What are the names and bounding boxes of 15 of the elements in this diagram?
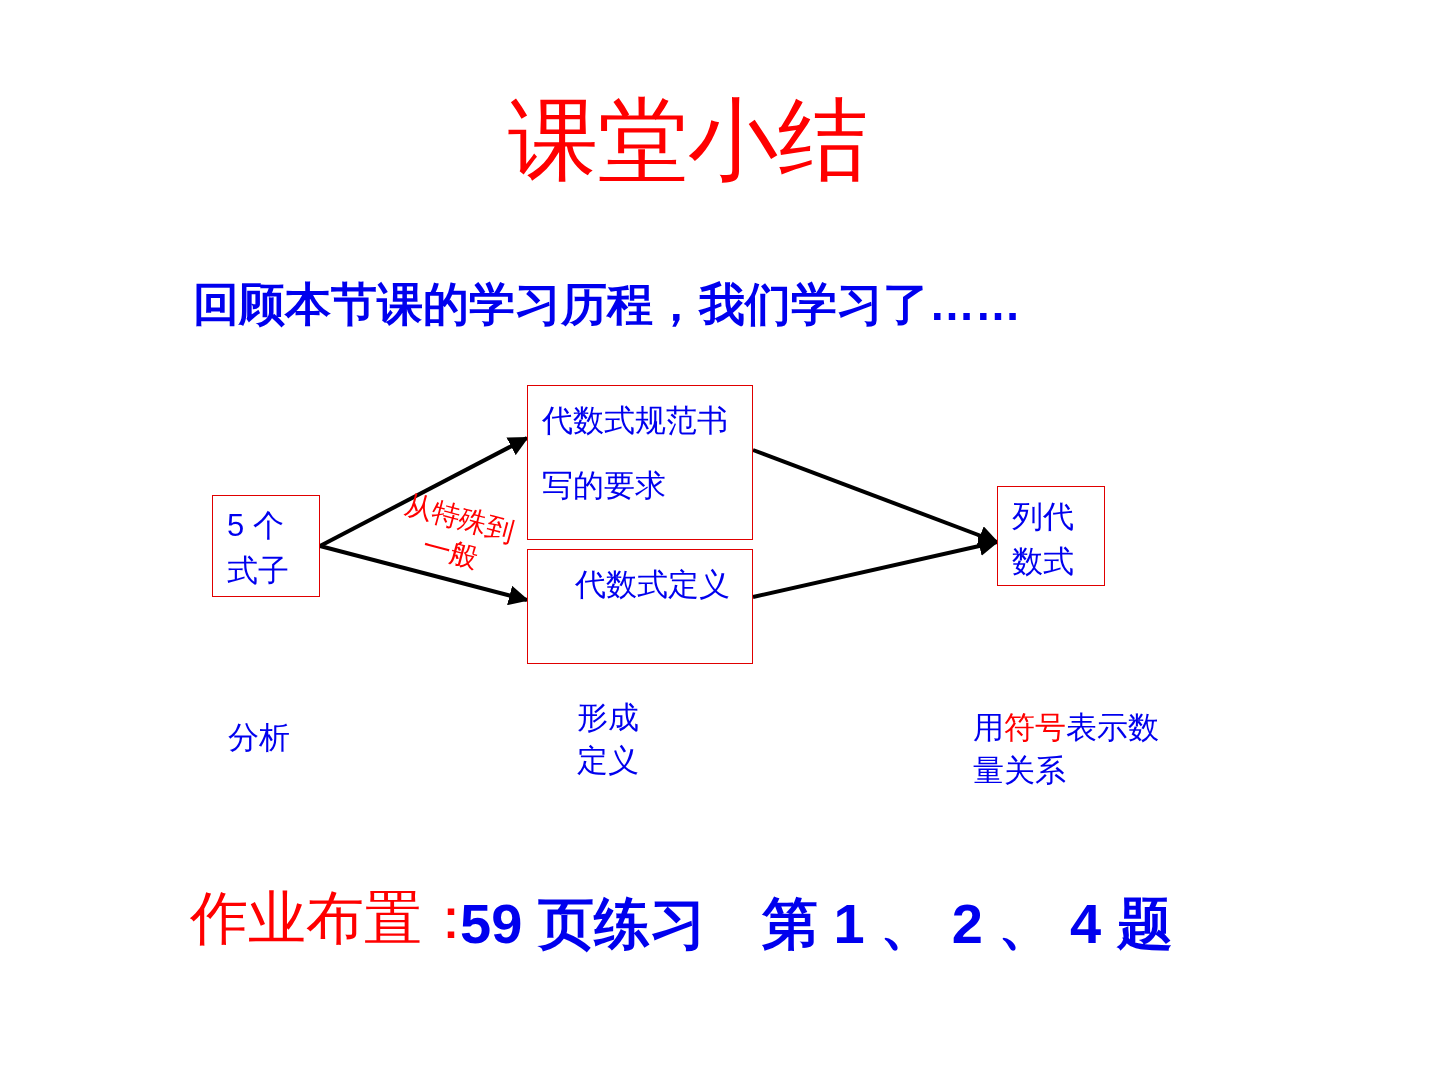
process-box: 列代数式 [997,486,1105,586]
arrow [319,436,529,548]
slide-title: 课堂小结 [506,86,869,194]
process-box: 5 个式子 [212,495,320,597]
subtitle: 回顾本节课的学习历程，我们学习了…… [193,277,1021,332]
caption-text: 形成定义 [577,699,640,781]
arrow [752,536,999,599]
arrow [319,544,529,606]
arrow [752,448,999,545]
process-box: 代数式规范书写的要求 [527,385,753,540]
caption-text: 分析 [228,719,291,757]
caption-text: 用符号表示数量关系 [973,709,1160,791]
homework-text: 59 页练习 第 1 、 2 、 4 题 [460,891,1173,957]
edge-label: 从特殊到一般 [400,487,519,577]
process-box: 代数式定义 [527,549,753,664]
